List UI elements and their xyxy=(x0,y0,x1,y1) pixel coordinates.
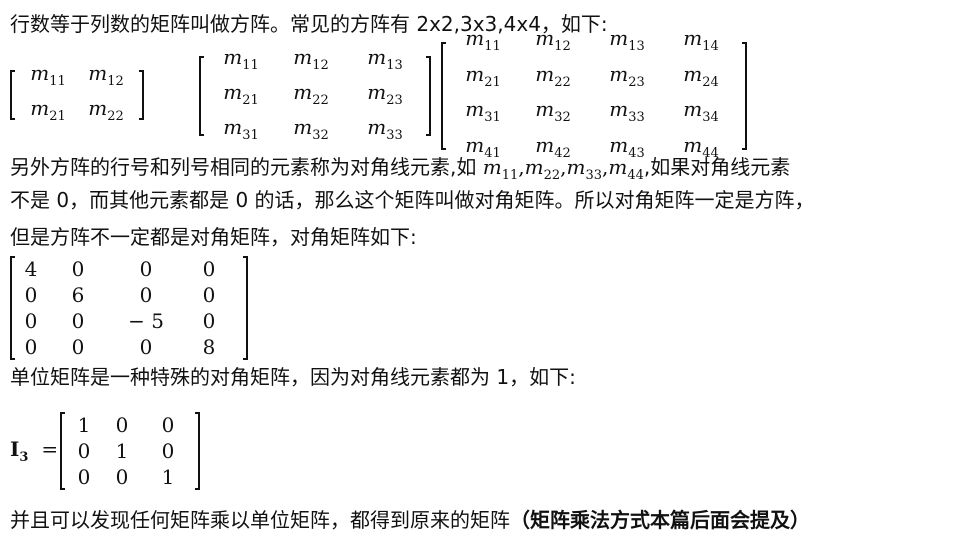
diagonal-matrix-cell: − 5 xyxy=(128,309,164,333)
diagonal-elements-formula: m11,m22,m33,m44 xyxy=(482,155,644,183)
matrix-4x4-cell: m33 xyxy=(609,97,645,125)
identity-matrix-cell: 1 xyxy=(115,439,129,463)
final-text-line: 并且可以发现任何矩阵乘以单位矩阵，都得到原来的矩阵（矩阵乘法方式本篇后面会提及） xyxy=(10,507,953,533)
identity-subscript: 3 xyxy=(19,450,29,465)
matrix-3x3-cell: m22 xyxy=(293,79,329,108)
diagonal-matrix-cell: 0 xyxy=(24,309,38,333)
diagonal-matrix-cell: 8 xyxy=(202,335,216,359)
matrix-4x4-cell: m43 xyxy=(609,132,645,161)
diagonal-matrix-cell: 0 xyxy=(71,257,85,281)
diagonal-matrix-cell: 0 xyxy=(139,335,153,359)
matrix-2x2: m11 m12 m21 m22 xyxy=(10,61,144,124)
identity-matrix-cell: 0 xyxy=(115,413,129,437)
identity-matrix-cell: 0 xyxy=(161,439,175,463)
identity-intro-text: 单位矩阵是一种特殊的对角矩阵，因为对角线元素都为 1，如下: xyxy=(10,365,576,389)
matrix-4x4-cell: m12 xyxy=(535,26,571,54)
matrix-4x4-cell: m21 xyxy=(465,61,501,90)
matrix-2x2-cell: m12 xyxy=(88,61,124,89)
matrix-3x3: m11 m12 m13 m21 m22 m23 m31 m32 m33 xyxy=(199,45,431,143)
matrix-4x4-cell: m22 xyxy=(535,61,571,90)
matrix-4x4-cell: m32 xyxy=(535,97,571,125)
matrix-4x4: m11 m12 m13 m14 m21 m22 m23 m24 m31 m32 m33 m34 m41 m… xyxy=(441,26,747,161)
identity-matrix-cell: 0 xyxy=(77,439,91,463)
matrix-4x4-cell: m14 xyxy=(683,26,719,54)
diagonal-matrix-cell: 0 xyxy=(139,257,153,281)
matrix-3x3-cell: m12 xyxy=(293,44,329,73)
diagonal-definition-line: 另外方阵的行号和列号相同的元素称为对角线元素,如 m11,m22,m33,m44… xyxy=(10,154,953,189)
matrix-3x3-cell: m11 xyxy=(223,44,259,73)
matrix-4x4-cell: m23 xyxy=(609,61,645,90)
diagonal-matrix-cell: 0 xyxy=(202,309,216,333)
matrix-4x4-cell: m11 xyxy=(465,26,501,54)
matrix-2x2-cell: m11 xyxy=(30,61,66,89)
matrix-4x4-cell: m42 xyxy=(535,132,571,161)
matrix-3x3-cell: m31 xyxy=(223,114,259,143)
matrix-3x3-cell: m33 xyxy=(367,114,403,143)
identity-matrix-cell: 0 xyxy=(161,413,175,437)
intro-text: 行数等于列数的矩阵叫做方阵。常见的方阵有 2x2,3x3,4x4，如下: xyxy=(10,12,608,36)
matrix-4x4-cell: m41 xyxy=(465,132,501,161)
final-text: 并且可以发现任何矩阵乘以单位矩阵，都得到原来的矩阵 xyxy=(10,508,510,532)
final-note-bold: （矩阵乘法方式本篇后面会提及） xyxy=(510,508,810,532)
diagonal-matrix-cell: 0 xyxy=(24,335,38,359)
diagonal-matrix-cell: 0 xyxy=(71,309,85,333)
matrix-3x3-cell: m21 xyxy=(223,79,259,108)
identity-label: I3 = xyxy=(10,437,58,465)
diagonal-element: m22 xyxy=(524,155,561,183)
diagonal-definition-line-3: 但是方阵不一定都是对角矩阵，对角矩阵如下: xyxy=(10,225,417,249)
diagonal-definition-post: ,如果对角线元素 xyxy=(643,155,791,179)
diagonal-matrix-cell: 0 xyxy=(202,257,216,281)
diagonal-definition-pre: 另外方阵的行号和列号相同的元素称为对角线元素,如 xyxy=(10,155,483,179)
matrix-4x4-cell: m44 xyxy=(683,132,719,161)
matrix-4x4-cell: m24 xyxy=(683,61,719,90)
equals-sign: = xyxy=(41,437,59,461)
diagonal-matrix-cell: 0 xyxy=(139,283,153,307)
matrix-4x4-cell: m31 xyxy=(465,97,501,125)
diagonal-matrix-cell: 4 xyxy=(24,257,38,281)
matrix-2x2-cell: m21 xyxy=(30,96,66,124)
matrix-4x4-cell: m34 xyxy=(683,97,719,125)
identity-matrix-cell: 0 xyxy=(77,465,91,489)
matrix-3x3-cell: m32 xyxy=(293,114,329,143)
diagonal-matrix-cell: 0 xyxy=(202,283,216,307)
diagonal-element: m44 xyxy=(608,155,644,183)
identity-symbol: I xyxy=(10,437,20,461)
identity-matrix-cell: 1 xyxy=(161,465,175,489)
identity-matrix-cell: 1 xyxy=(77,413,91,437)
diagonal-matrix-cell: 0 xyxy=(71,335,85,359)
matrix-2x2-cell: m22 xyxy=(88,96,124,124)
diagonal-definition-line-2: 不是 0，而其他元素都是 0 的话，那么这个矩阵叫做对角矩阵。所以对角矩阵一定是… xyxy=(10,188,815,212)
matrix-3x3-cell: m13 xyxy=(367,44,403,73)
diagonal-element: m33 xyxy=(566,155,602,183)
diagonal-element: m11 xyxy=(482,155,519,183)
matrix-3x3-cell: m23 xyxy=(367,79,403,108)
diagonal-matrix-cell: 0 xyxy=(24,283,38,307)
matrix-4x4-cell: m13 xyxy=(609,26,645,54)
diagonal-matrix-cell: 6 xyxy=(71,283,85,307)
identity-matrix-cell: 0 xyxy=(115,465,129,489)
